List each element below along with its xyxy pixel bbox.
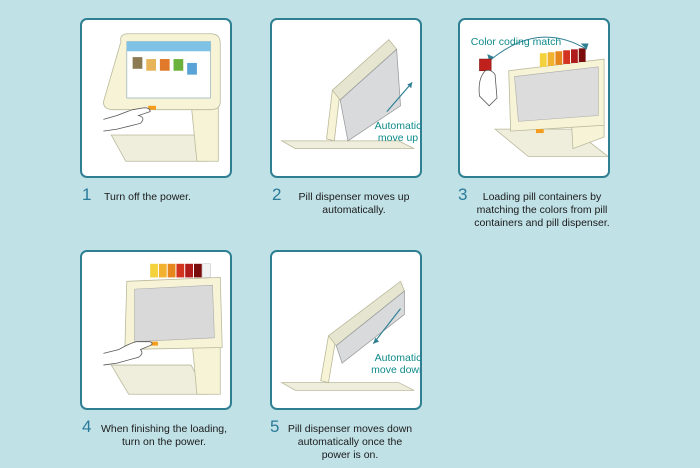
panel-step-5: Automatic move down [270,250,422,410]
step-2-caption: Pill dispenser moves up automatically. [298,191,410,216]
device-move-up-illustration [280,39,415,150]
panel-step-1 [80,18,232,178]
step-4-number: 4 [82,417,92,436]
step-1-caption: Turn off the power. [104,191,191,203]
step-3-caption: Loading pill containers by matching the … [474,191,610,229]
panel-step-2: Automatic move up [270,18,422,178]
device-power-off-illustration [103,33,221,162]
step-1-number: 1 [82,185,92,204]
color-match-label: Color coding match [470,36,562,48]
device-color-match-illustration [478,36,608,157]
device-move-down-illustration [280,280,415,391]
step-2-number: 2 [272,185,282,204]
step-5-number: 5 [270,417,280,436]
panel-step-3: Color coding match [458,18,610,178]
device-power-on-illustration [103,263,223,395]
step-3-number: 3 [458,185,468,204]
auto-down-label: Automatic move down [371,352,422,376]
auto-up-label: Automatic move up [374,120,422,144]
step-4-caption: When finishing the loading, turn on the … [100,423,228,448]
step-5-caption: Pill dispenser moves down automatically … [287,423,413,461]
panel-step-4 [80,250,232,410]
